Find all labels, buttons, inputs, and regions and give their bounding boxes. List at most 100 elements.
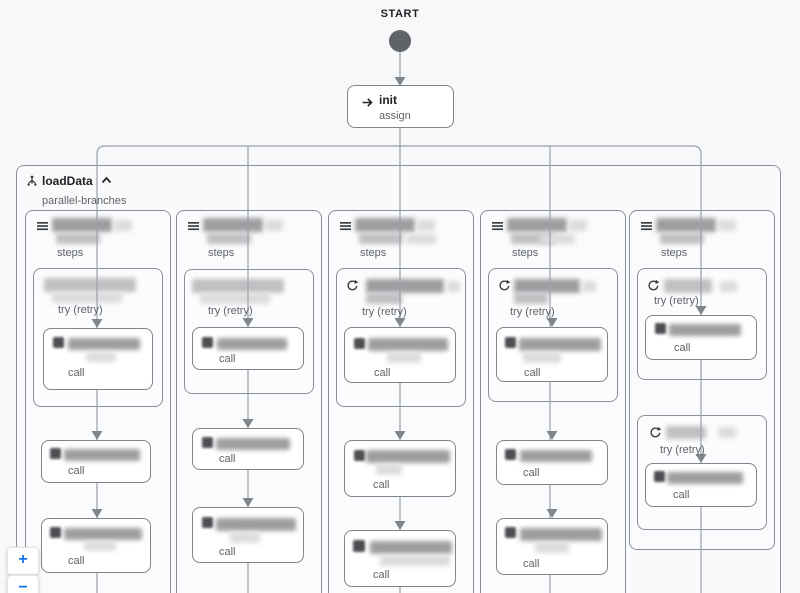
call-type-label: call [523, 467, 540, 479]
init-step-type-label: assign [379, 110, 411, 122]
list-icon [37, 221, 48, 231]
redacted-try-4-subtitle [514, 293, 548, 304]
call-step-icon [202, 437, 213, 448]
redacted-branch-1-title-tail [114, 220, 132, 231]
call-step-icon [50, 448, 61, 459]
branch-1-call-node-3[interactable]: call [41, 518, 151, 573]
redacted-branch-3-title-tail [417, 220, 435, 231]
redacted-branch-3-subtitle [359, 233, 403, 244]
branch-1-inner-call-node[interactable]: call [43, 328, 153, 390]
branch-5-try-1-label: try (retry) [654, 295, 699, 307]
redacted-branch-3-title [355, 218, 415, 232]
parallel-branches-icon [26, 175, 38, 187]
init-step-node[interactable]: init assign [347, 85, 454, 128]
call-step-icon [353, 540, 365, 552]
chevron-up-icon[interactable] [99, 173, 114, 188]
branch-4-inner-call-node[interactable]: call [496, 327, 608, 382]
redacted-call-subtitle [387, 352, 421, 363]
branch-3-call-node-2[interactable]: call [344, 440, 456, 497]
redacted-branch-1-title [52, 218, 112, 232]
list-icon [492, 221, 503, 231]
redacted-call-title [519, 338, 601, 351]
call-step-icon [50, 527, 61, 538]
redacted-call-title [669, 324, 741, 336]
redacted-call-title [217, 338, 287, 350]
branch-5-inner-call-node-1[interactable]: call [645, 315, 757, 360]
branch-2-inner-call-node[interactable]: call [192, 327, 304, 370]
branch-4-call-node-2[interactable]: call [496, 440, 608, 485]
redacted-call-subtitle [523, 352, 561, 363]
call-type-label: call [673, 489, 690, 501]
branch-3-call-node-3[interactable]: call [344, 530, 456, 587]
branch-2-try-label: try (retry) [208, 305, 253, 317]
call-type-label: call [219, 546, 236, 558]
zoom-in-button[interactable]: + [7, 547, 39, 575]
call-step-icon [354, 450, 365, 461]
redacted-call-subtitle [376, 464, 402, 475]
branch-1-try-label: try (retry) [58, 304, 103, 316]
branch-3-try-label: try (retry) [362, 306, 407, 318]
call-step-icon [53, 337, 64, 348]
branch-3-steps-label: steps [360, 247, 387, 259]
redacted-try-5b-badge [718, 427, 736, 438]
redacted-try-2-subtitle [200, 293, 270, 304]
loaddata-type-label: parallel-branches [42, 195, 127, 207]
redacted-call-subtitle [380, 555, 450, 566]
call-step-icon [202, 337, 213, 348]
redacted-try-5a-badge [720, 281, 737, 292]
call-type-label: call [219, 453, 236, 465]
redacted-branch-3-subtitle-tail [406, 234, 436, 244]
redacted-call-subtitle [86, 352, 116, 362]
branch-5-inner-call-node-2[interactable]: call [645, 463, 757, 507]
call-type-label: call [374, 367, 391, 379]
branch-2-call-node-3[interactable]: call [192, 507, 304, 563]
call-type-label: call [373, 569, 390, 581]
init-step-title: init [379, 93, 397, 107]
redacted-try-1-subtitle [52, 292, 122, 303]
redacted-try-2-title [192, 279, 284, 293]
zoom-out-button[interactable]: − [7, 575, 39, 593]
redacted-branch-2-title-tail [265, 220, 283, 231]
call-type-label: call [219, 353, 236, 365]
redacted-call-subtitle [535, 542, 569, 553]
retry-loop-icon [647, 279, 660, 292]
redacted-try-1-title [44, 278, 136, 292]
list-icon [641, 221, 652, 231]
redacted-call-title [216, 438, 290, 450]
branch-2-steps-label: steps [208, 247, 235, 259]
branch-1-steps-label: steps [57, 247, 84, 259]
list-icon [340, 221, 351, 231]
redacted-call-title [520, 450, 592, 462]
redacted-call-title [370, 541, 452, 554]
call-type-label: call [674, 342, 691, 354]
redacted-try-3-subtitle [366, 293, 402, 304]
branch-4-try-label: try (retry) [510, 306, 555, 318]
redacted-call-title [216, 518, 296, 531]
arrow-right-icon [361, 96, 374, 109]
branch-4-steps-label: steps [512, 247, 539, 259]
retry-loop-icon [346, 279, 359, 292]
call-step-icon [654, 471, 665, 482]
branch-4-call-node-3[interactable]: call [496, 518, 608, 575]
redacted-branch-2-subtitle [207, 233, 251, 244]
branch-1-call-node-2[interactable]: call [41, 440, 151, 483]
redacted-try-4-badge [582, 281, 596, 292]
start-label: START [380, 8, 420, 20]
redacted-call-title [520, 528, 602, 541]
call-step-icon [505, 527, 516, 538]
branch-3-inner-call-node[interactable]: call [344, 327, 456, 383]
call-type-label: call [523, 558, 540, 570]
call-type-label: call [68, 555, 85, 567]
retry-loop-icon [498, 279, 511, 292]
branch-2-call-node-2[interactable]: call [192, 428, 304, 470]
redacted-try-3-badge [447, 281, 460, 292]
retry-loop-icon [649, 426, 662, 439]
redacted-call-title [667, 472, 743, 484]
redacted-branch-4-subtitle-tail [540, 234, 575, 244]
call-type-label: call [68, 465, 85, 477]
redacted-try-3-title [366, 279, 444, 293]
branch-5-try-2-label: try (retry) [660, 444, 705, 456]
redacted-branch-2-title [203, 218, 263, 232]
start-node [389, 30, 411, 52]
